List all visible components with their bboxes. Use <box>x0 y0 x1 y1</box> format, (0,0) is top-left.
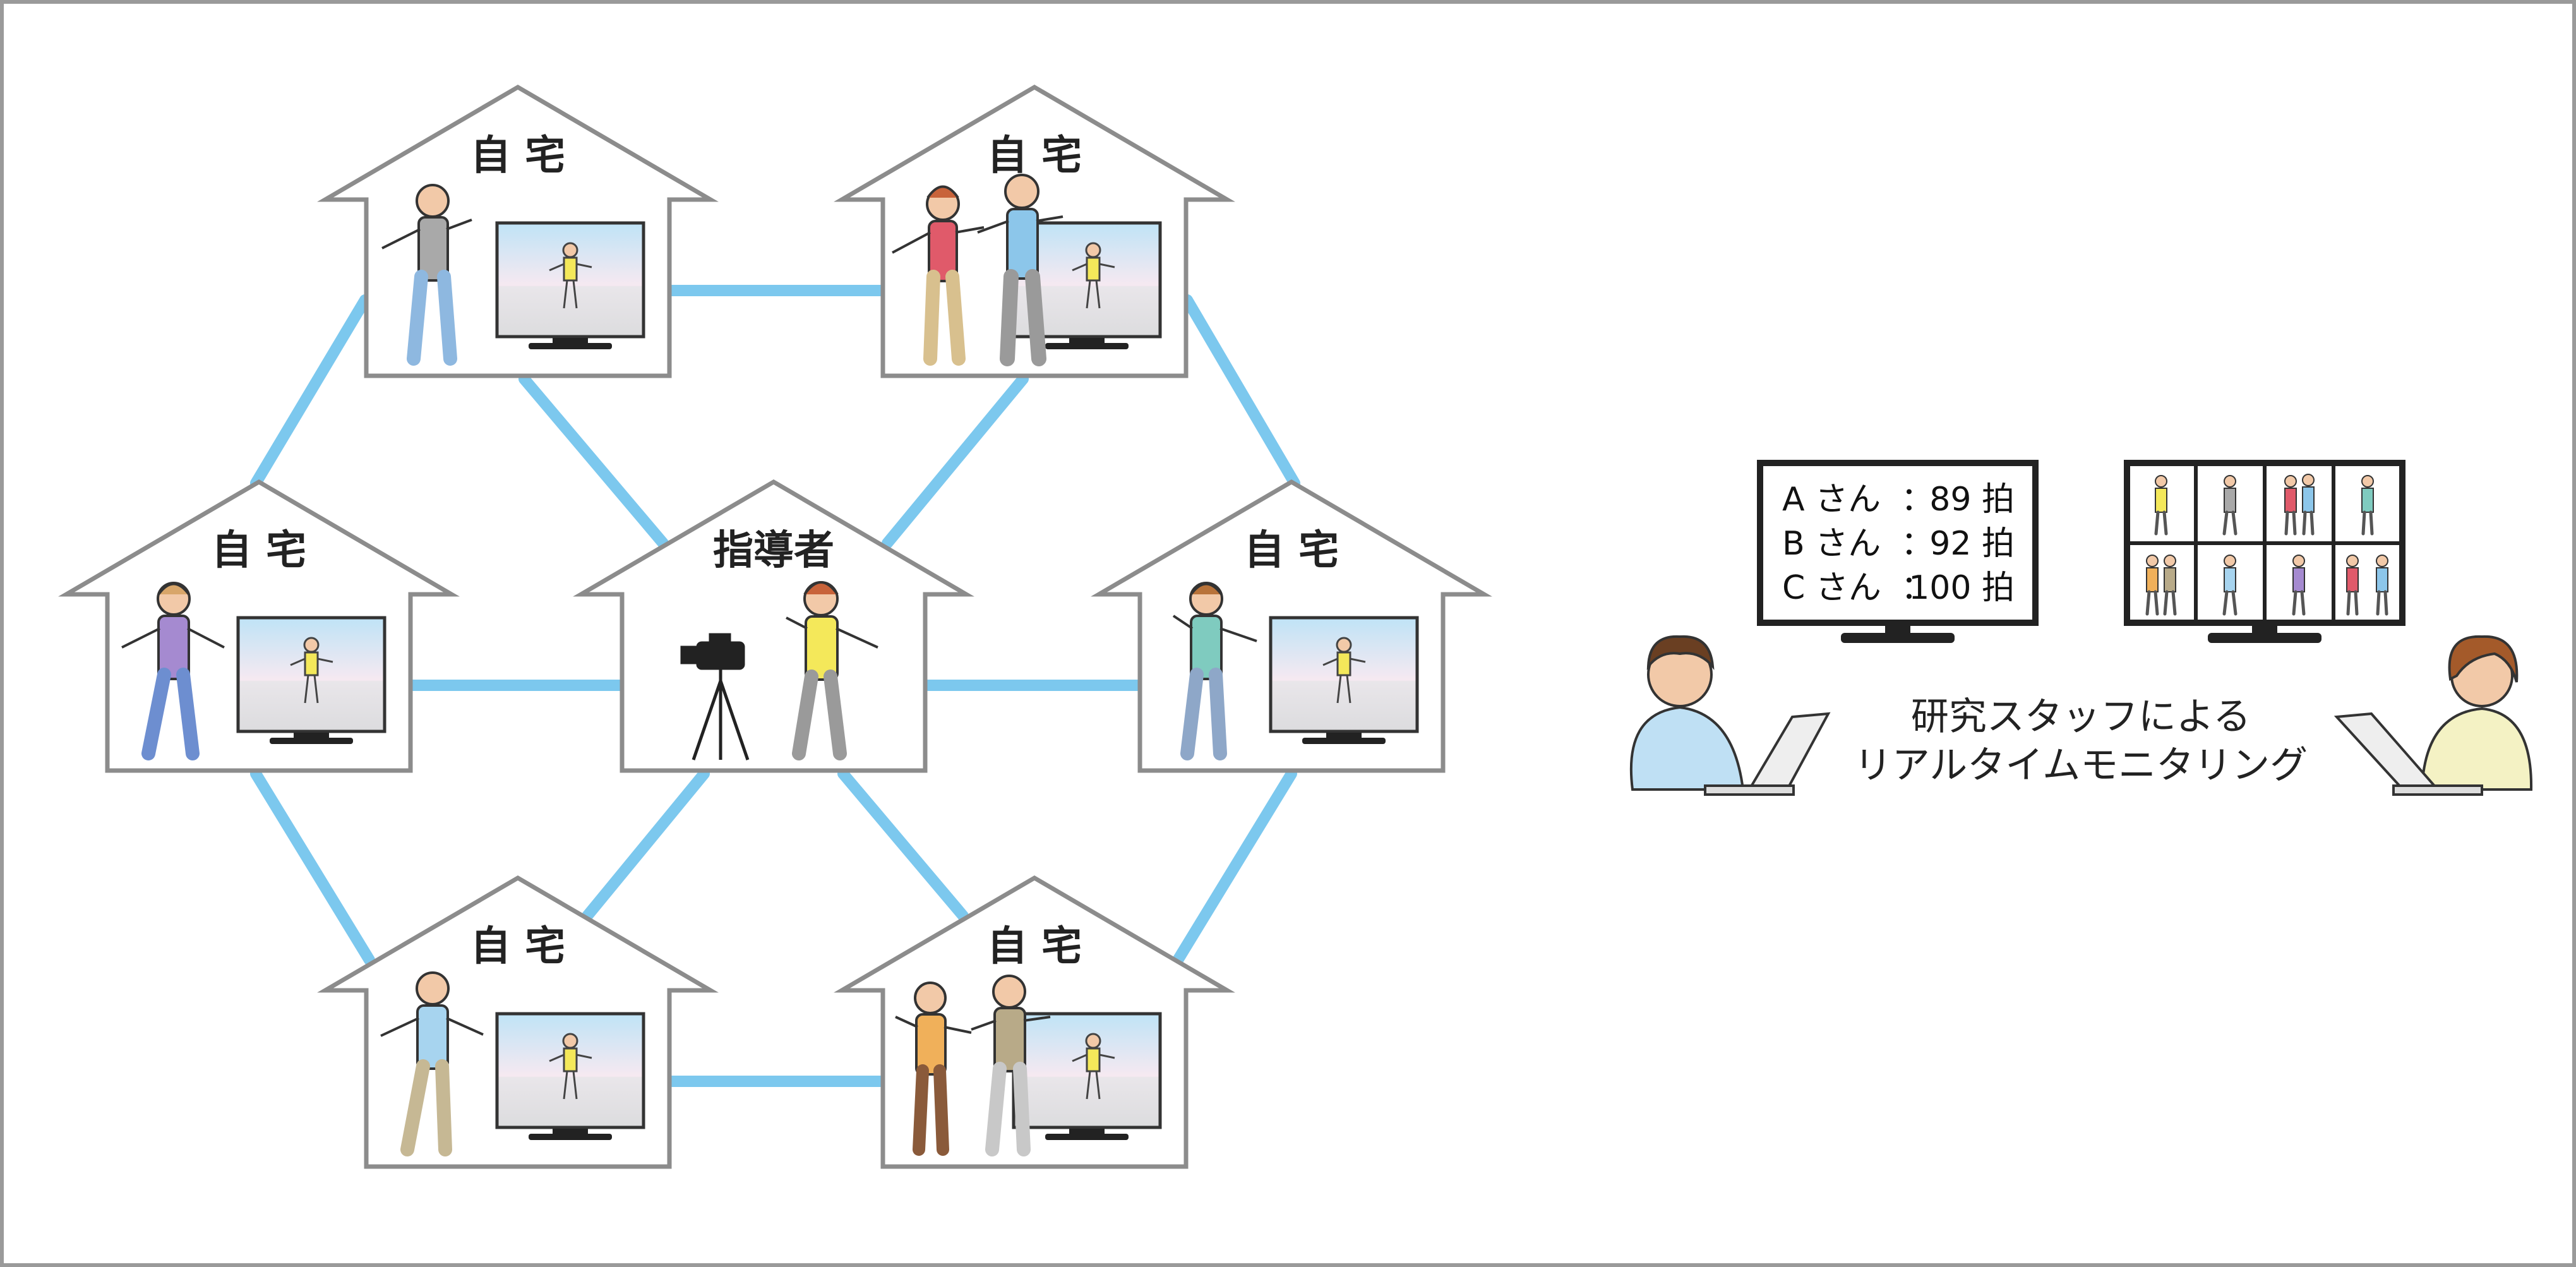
participant-thumbnails <box>2145 474 2388 616</box>
house-outline <box>573 479 974 773</box>
elderly-woman-dancing-figure <box>895 982 972 1156</box>
staff-woman-with-laptop-figure <box>2333 635 2533 796</box>
woman-dancing-figure <box>121 582 225 760</box>
house-label: 自 宅 <box>470 133 565 179</box>
instructor-on-screen-figure <box>1072 1033 1115 1100</box>
connector-midleft-bottomleft <box>250 768 375 966</box>
tv-icon <box>495 1012 645 1140</box>
laptop-icon <box>1747 712 1831 791</box>
caption: 研究スタッフによる リアルタイムモニタリング <box>1854 695 2308 788</box>
laptop-icon <box>2333 712 2441 791</box>
house-label: 自 宅 <box>1244 527 1339 574</box>
tv-icon <box>1012 1012 1162 1140</box>
instructor-on-screen-figure <box>290 637 333 704</box>
monitor-base <box>2208 633 2321 643</box>
stat-name-a: A さん <box>1782 481 1881 519</box>
connector-lines <box>250 285 1300 1087</box>
house-label: 自 宅 <box>212 527 306 574</box>
instructor-on-screen-figure <box>1322 637 1366 704</box>
heart-rate-list: A さん ： 89 拍 B さん ： 92 拍 C さん ： 100 拍 <box>1782 481 2015 607</box>
instructor-dancing-figure <box>786 581 878 760</box>
connector-topright-center <box>882 373 1029 549</box>
video-grid-monitor <box>2124 460 2405 643</box>
woman-dancing-figure <box>892 185 985 366</box>
tv-icon <box>495 221 645 349</box>
house-top-left: 自 宅 <box>317 84 719 378</box>
house-label: 自 宅 <box>987 923 1082 970</box>
instructor-on-screen-figure <box>549 1033 592 1100</box>
woman-dancing-figure <box>1172 582 1257 760</box>
elderly-man-dancing-figure <box>380 971 484 1156</box>
house-mid-left: 自 宅 <box>58 479 460 773</box>
video-camera-on-tripod-icon <box>680 633 750 760</box>
stat-colon-b: ： <box>1901 525 1934 563</box>
man-dancing-figure <box>977 174 1063 366</box>
caption-line-1: 研究スタッフによる <box>1911 695 2251 739</box>
stat-name-c: C さん <box>1782 569 1881 607</box>
tv-icon <box>1269 616 1419 744</box>
stat-name-b: B さん <box>1782 525 1881 563</box>
connector-topleft-midleft <box>250 294 371 489</box>
instructor-on-screen-figure <box>549 242 592 309</box>
house-label: 自 宅 <box>987 133 1082 179</box>
elderly-man-dancing-figure <box>971 975 1051 1156</box>
monitor-stand <box>2252 623 2277 634</box>
house-bottom-right: 自 宅 <box>834 875 1235 1169</box>
connector-midright-bottomright <box>1172 768 1297 966</box>
house-mid-right: 自 宅 <box>1091 479 1492 773</box>
monitor-base <box>1841 633 1955 643</box>
connector-center-bottomleft <box>582 768 710 922</box>
caption-line-2: リアルタイムモニタリング <box>1854 743 2308 788</box>
instructor-on-screen-figure <box>1072 242 1115 309</box>
stat-value-b: 92 拍 <box>1929 525 2015 563</box>
house-bottom-left: 自 宅 <box>317 875 719 1169</box>
elderly-man-dancing-figure <box>381 184 472 366</box>
connector-topleft-center <box>518 373 669 549</box>
tv-icon <box>236 616 386 744</box>
heart-rate-monitor: A さん ： 89 拍 B さん ： 92 拍 C さん ： 100 拍 <box>1757 460 2039 643</box>
house-label: 指導者 <box>713 527 834 574</box>
staff-man-with-laptop-figure <box>1629 635 1831 796</box>
house-label: 自 宅 <box>470 923 565 970</box>
connector-center-bottomright <box>837 768 969 922</box>
stat-colon-c: ： <box>1901 569 1934 607</box>
stat-colon-a: ： <box>1901 481 1934 519</box>
stat-value-a: 89 拍 <box>1929 481 2015 519</box>
house-top-right: 自 宅 <box>834 84 1235 378</box>
house-center-instructor: 指導者 <box>573 479 974 773</box>
monitor-stand <box>1885 623 1910 634</box>
stat-value-c: 100 拍 <box>1908 569 2015 607</box>
connector-topright-midright <box>1182 294 1300 489</box>
